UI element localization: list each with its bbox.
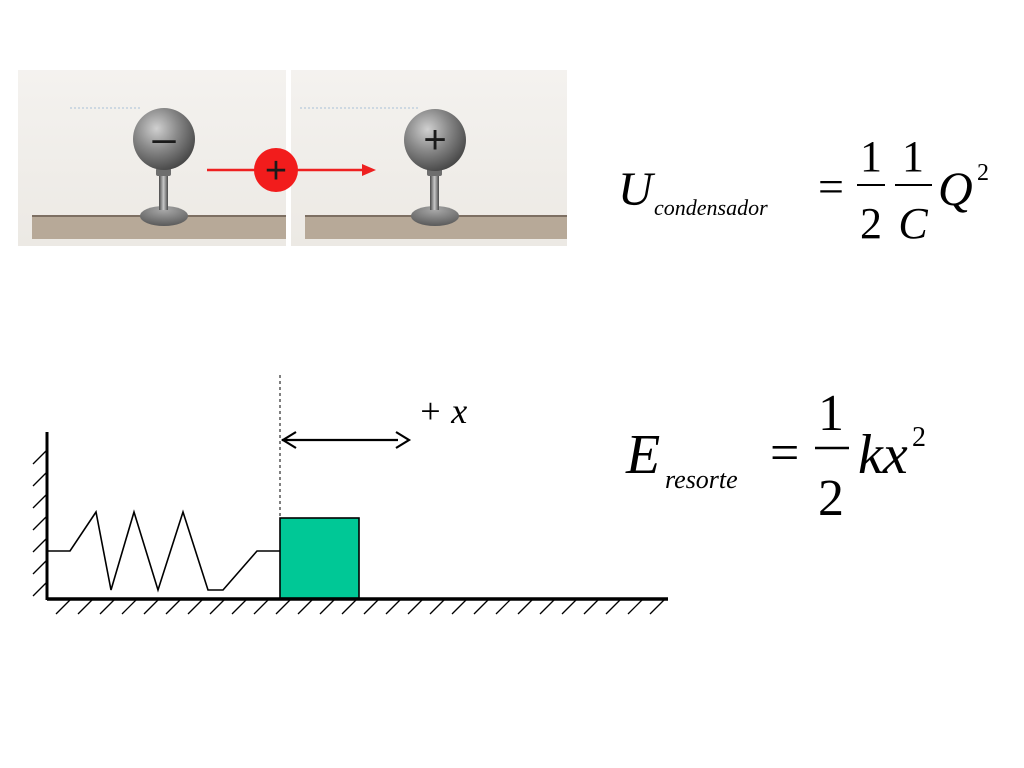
- spring-coil: [47, 509, 280, 593]
- spring-formula-equals: =: [770, 425, 799, 482]
- capacitor-energy-formula: U condensador = 1 2 1 C Q 2: [618, 132, 989, 248]
- capacitor-frac1-numerator: 1: [860, 132, 882, 181]
- capacitor-frac2-denominator: C: [898, 199, 928, 248]
- test-charge: [254, 148, 298, 192]
- left-stand-collar: [156, 168, 171, 176]
- right-sphere-sign: +: [423, 118, 446, 162]
- left-sphere: [133, 108, 195, 170]
- capacitor-formula-symbol: U: [618, 163, 656, 216]
- capacitor-figure: – + +: [18, 70, 567, 246]
- wall-hatching: [32, 449, 48, 597]
- capacitor-formula-equals: =: [818, 161, 844, 212]
- capacitor-formula-exponent: 2: [977, 160, 989, 186]
- left-stand-rod: [159, 170, 168, 210]
- spring-formula-body: kx: [858, 424, 908, 486]
- left-sphere-sign: –: [152, 114, 176, 161]
- test-charge-sign: +: [265, 150, 287, 192]
- spring-energy-formula: E resorte = 1 2 kx 2: [625, 385, 926, 527]
- displacement-arrowhead-right-icon: [395, 431, 412, 449]
- spring-figure: + x: [32, 375, 668, 615]
- capacitor-formula-subscript: condensador: [654, 195, 768, 220]
- right-sphere: [404, 109, 466, 171]
- spring-formula-exponent: 2: [912, 422, 926, 453]
- spring-formula-symbol: E: [625, 424, 660, 486]
- right-stand-rod: [430, 170, 439, 210]
- displacement-label: + x: [418, 391, 467, 431]
- floor-hatching: [55, 599, 665, 615]
- capacitor-frac2-numerator: 1: [902, 132, 924, 181]
- right-stand-base: [411, 206, 459, 226]
- mass-block: [279, 517, 360, 599]
- capacitor-frac1-denominator: 2: [860, 199, 882, 248]
- left-stand-base: [140, 206, 188, 226]
- spring-formula-subscript: resorte: [665, 465, 738, 494]
- displacement-arrowhead-left-icon: [280, 431, 297, 449]
- capacitor-formula-charge: Q: [938, 163, 973, 216]
- spring-frac-denominator: 2: [818, 470, 844, 527]
- spring-frac-numerator: 1: [818, 385, 844, 442]
- charge-path-arrowhead-icon: [362, 164, 376, 176]
